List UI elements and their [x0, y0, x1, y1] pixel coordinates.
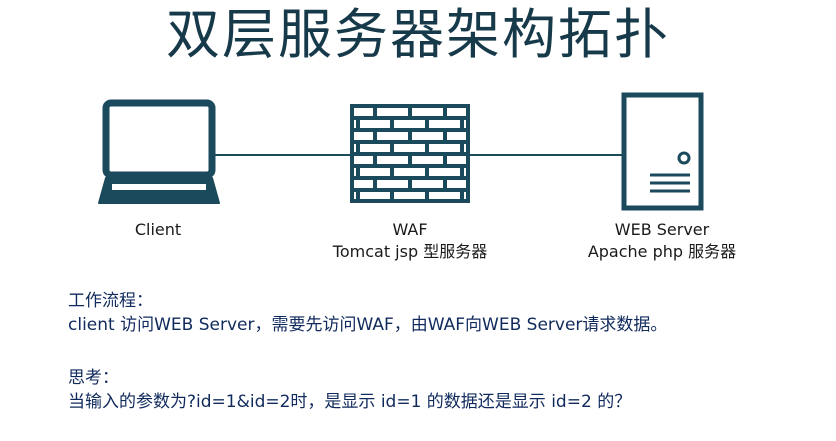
workflow-text: client 访问WEB Server，需要先访问WAF，由WAF向WEB Se…: [68, 315, 668, 335]
laptop-icon: [98, 99, 220, 204]
client-label: Client: [134, 220, 182, 239]
server-node: WEB Server Apache php 服务器: [562, 219, 762, 263]
waf-node: WAF Tomcat jsp 型服务器: [310, 219, 510, 263]
question-text: 当输入的参数为?id=1&id=2时，是显示 id=1 的数据还是显示 id=2…: [68, 392, 632, 412]
workflow-section: 工作流程： client 访问WEB Server，需要先访问WAF，由WAF向…: [68, 289, 667, 337]
diagram-title: 双层服务器架构拓扑: [166, 3, 670, 66]
server-sublabel: Apache php 服务器: [587, 242, 737, 261]
workflow-heading: 工作流程：: [68, 291, 153, 311]
firewall-brick-icon: [350, 104, 470, 203]
server-tower-icon: [621, 92, 704, 211]
client-node: Client: [108, 219, 208, 241]
server-label: WEB Server: [614, 220, 710, 239]
question-heading: 思考：: [68, 368, 119, 388]
question-section: 思考： 当输入的参数为?id=1&id=2时，是显示 id=1 的数据还是显示 …: [68, 366, 631, 414]
waf-label: WAF: [392, 220, 428, 239]
waf-sublabel: Tomcat jsp 型服务器: [332, 242, 488, 261]
